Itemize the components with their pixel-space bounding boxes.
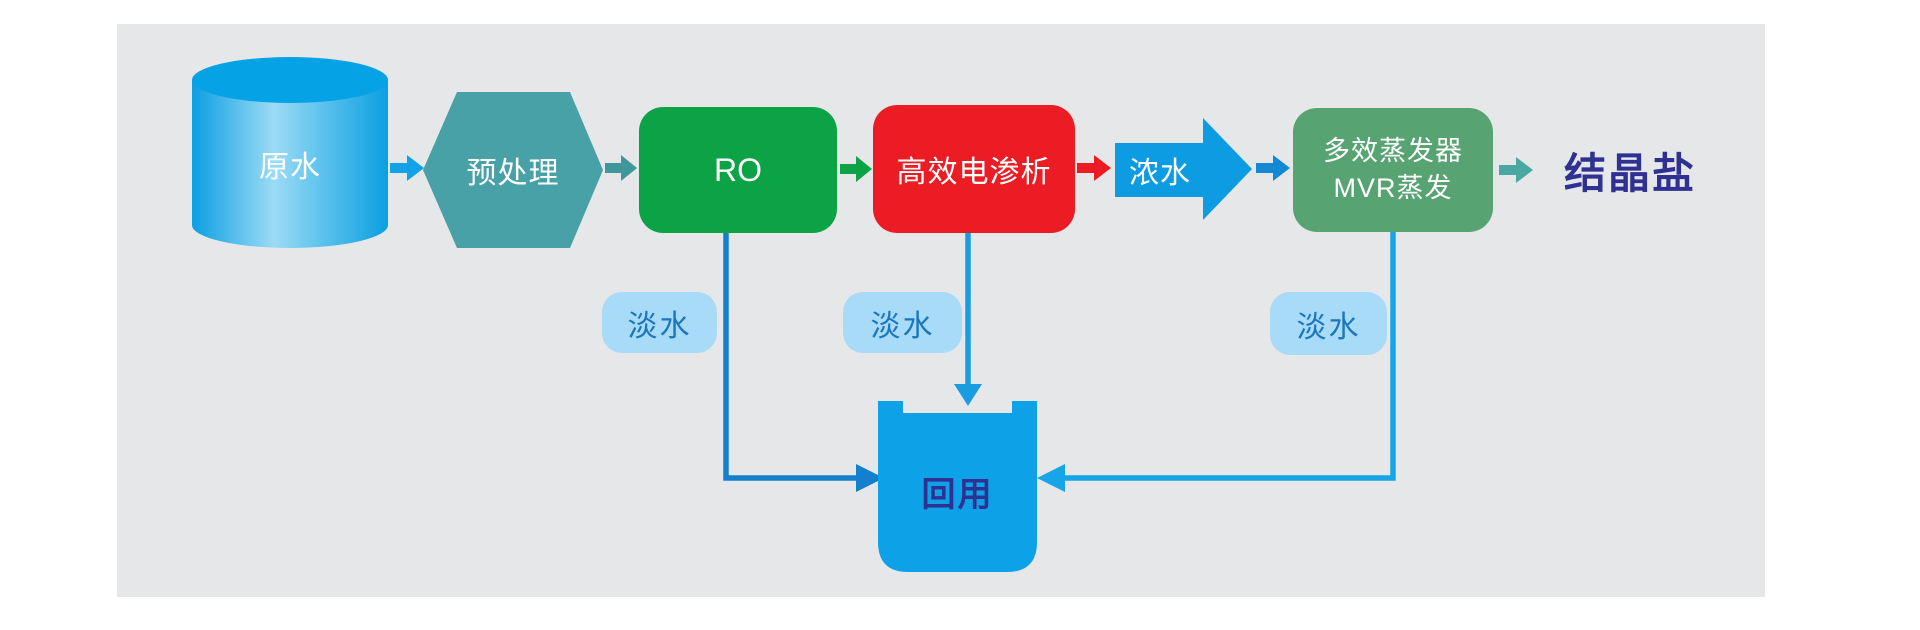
arrow-concentrate-to-evaporator bbox=[1256, 155, 1290, 181]
arrow-pretreatment-to-ro bbox=[605, 155, 637, 181]
freshwater-badge-electrodialysis-label: 淡水 bbox=[870, 309, 935, 343]
node-evaporator: 多效蒸发器 MVR蒸发 bbox=[1293, 108, 1493, 232]
concentrate-fat-arrow bbox=[1115, 118, 1252, 220]
node-ro: RO bbox=[639, 107, 837, 233]
node-evaporator-label-line1: 多效蒸发器 bbox=[1323, 136, 1463, 166]
node-electrodialysis: 高效电渗析 bbox=[873, 105, 1075, 233]
node-electrodialysis-label: 高效电渗析 bbox=[896, 156, 1052, 189]
node-raw-water-label: 原水 bbox=[259, 150, 321, 184]
freshwater-badge-ro: 淡水 bbox=[602, 292, 717, 353]
node-pretreatment-label: 预处理 bbox=[466, 157, 560, 190]
freshwater-badge-evaporator-label: 淡水 bbox=[1296, 310, 1361, 344]
freshwater-badge-evaporator: 淡水 bbox=[1270, 292, 1387, 355]
pretreatment-hexagon bbox=[423, 92, 603, 248]
node-concentrate-label: 浓水 bbox=[1129, 157, 1191, 190]
arrow-electrodialysis-to-concentrate bbox=[1077, 155, 1111, 181]
freshwater-badge-ro-label: 淡水 bbox=[627, 309, 692, 343]
connector-electrodialysis-to-reuse bbox=[954, 233, 982, 406]
freshwater-badge-electrodialysis: 淡水 bbox=[843, 292, 962, 353]
arrow-evaporator-to-crystalsalt bbox=[1499, 157, 1533, 183]
reuse-tank-shape bbox=[878, 401, 1037, 572]
arrow-ro-to-electrodialysis bbox=[840, 156, 872, 182]
node-crystal-salt-label: 结晶盐 bbox=[1563, 149, 1696, 197]
node-evaporator-label-line2: MVR蒸发 bbox=[1333, 173, 1453, 203]
raw-water-cylinder bbox=[192, 57, 388, 248]
node-ro-label: RO bbox=[714, 151, 762, 188]
arrow-rawwater-to-pretreatment bbox=[390, 155, 424, 181]
connector-evaporator-to-reuse bbox=[1037, 230, 1396, 492]
node-reuse-tank-label: 回用 bbox=[921, 475, 994, 514]
connector-ro-to-reuse bbox=[723, 233, 884, 492]
